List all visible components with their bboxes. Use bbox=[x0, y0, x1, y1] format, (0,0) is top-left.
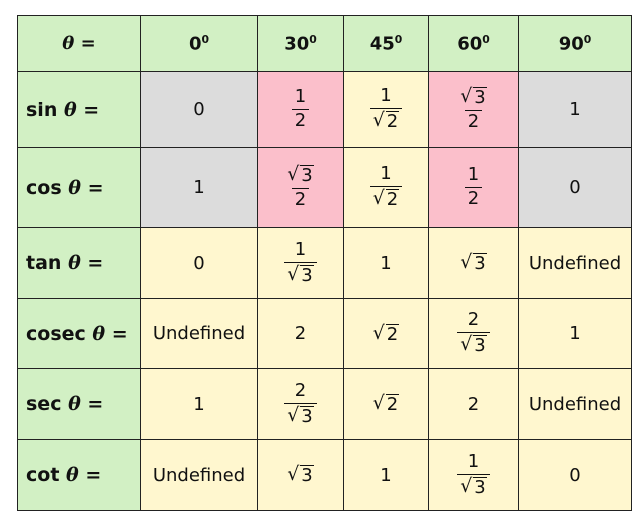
square-root: √2 bbox=[372, 109, 400, 133]
value-cell-cosec-90: 1 bbox=[518, 298, 632, 369]
square-root: √3 bbox=[460, 251, 487, 275]
value-cell-cosec-30: 2 bbox=[257, 298, 344, 369]
function-name: cos bbox=[26, 176, 62, 199]
equals-sign: = bbox=[87, 176, 104, 199]
fraction: 1√3 bbox=[284, 240, 317, 286]
function-name: cot bbox=[26, 464, 60, 486]
value-cell-cot-60: 1√3 bbox=[428, 439, 519, 511]
square-root: √3 bbox=[460, 85, 487, 109]
row-label-cot: cot θ = bbox=[17, 439, 141, 511]
theta-symbol: θ bbox=[66, 464, 79, 486]
fraction: 1√2 bbox=[369, 164, 403, 211]
angle-header-60: 600 bbox=[428, 15, 519, 72]
row-label-cosec: cosec θ = bbox=[17, 298, 141, 369]
value-cell-cot-0: Undefined bbox=[140, 439, 258, 511]
equals-sign: = bbox=[85, 464, 102, 486]
value-cell-sec-0: 1 bbox=[140, 368, 258, 440]
value-cell-sec-45: √2 bbox=[343, 368, 429, 440]
value-cell-cos-45: 1√2 bbox=[343, 147, 429, 228]
angle-header-45: 450 bbox=[343, 15, 429, 72]
value-cell-cosec-60: 2√3 bbox=[428, 298, 519, 369]
equals-sign: = bbox=[87, 393, 104, 415]
value-cell-sin-45: 1√2 bbox=[343, 71, 429, 148]
value-cell-sin-90: 1 bbox=[518, 71, 632, 148]
angle-header-0: 00 bbox=[140, 15, 258, 72]
function-name: tan bbox=[26, 252, 62, 274]
function-name: sin bbox=[26, 98, 58, 121]
square-root: √3 bbox=[287, 463, 314, 487]
value-cell-sec-60: 2 bbox=[428, 368, 519, 440]
equals-sign: = bbox=[87, 252, 104, 274]
row-label-tan: tan θ = bbox=[17, 227, 141, 299]
row-label-cos: cos θ = bbox=[17, 147, 141, 228]
row-label-sin: sin θ = bbox=[17, 71, 141, 148]
value-cell-cosec-0: Undefined bbox=[140, 298, 258, 369]
theta-symbol: θ bbox=[63, 98, 77, 121]
equals-sign: = bbox=[111, 322, 128, 345]
theta-symbol: θ bbox=[92, 322, 106, 345]
equals-sign: = bbox=[83, 98, 100, 121]
fraction: 1√2 bbox=[369, 86, 403, 133]
value-cell-cos-0: 1 bbox=[140, 147, 258, 228]
equals-sign: = bbox=[80, 33, 96, 54]
function-name: cosec bbox=[26, 322, 86, 345]
theta-symbol: θ bbox=[68, 176, 81, 199]
header-row: θ = 00 300 450 600 900 bbox=[17, 15, 632, 72]
value-cell-tan-45: 1 bbox=[343, 227, 429, 299]
value-cell-sin-0: 0 bbox=[140, 71, 258, 148]
value-cell-cot-45: 1 bbox=[343, 439, 429, 511]
value-cell-tan-30: 1√3 bbox=[257, 227, 344, 299]
angle-header-90: 900 bbox=[518, 15, 632, 72]
function-name: sec bbox=[26, 393, 62, 415]
theta-symbol: θ bbox=[68, 393, 81, 415]
value-cell-cot-90: 0 bbox=[518, 439, 632, 511]
corner-header: θ = bbox=[17, 15, 141, 72]
theta-symbol: θ bbox=[62, 33, 75, 54]
value-cell-tan-60: √3 bbox=[428, 227, 519, 299]
square-root: √3 bbox=[287, 403, 314, 427]
row-label-sec: sec θ = bbox=[17, 368, 141, 440]
value-cell-sec-30: 2√3 bbox=[257, 368, 344, 440]
theta-symbol: θ bbox=[68, 252, 81, 274]
fraction: 2√3 bbox=[457, 310, 490, 357]
square-root: √2 bbox=[372, 392, 400, 416]
square-root: √3 bbox=[287, 163, 314, 187]
value-cell-cos-90: 0 bbox=[518, 147, 632, 228]
square-root: √2 bbox=[372, 321, 400, 345]
value-cell-sec-90: Undefined bbox=[518, 368, 632, 440]
value-cell-tan-0: 0 bbox=[140, 227, 258, 299]
value-cell-cot-30: √3 bbox=[257, 439, 344, 511]
value-cell-cosec-45: √2 bbox=[343, 298, 429, 369]
fraction: 2√3 bbox=[284, 381, 317, 427]
fraction: 1√3 bbox=[457, 452, 490, 498]
square-root: √3 bbox=[460, 474, 487, 498]
square-root: √2 bbox=[372, 187, 400, 211]
square-root: √3 bbox=[287, 262, 314, 286]
angle-header-30: 300 bbox=[257, 15, 344, 72]
square-root: √3 bbox=[460, 333, 487, 357]
value-cell-tan-90: Undefined bbox=[518, 227, 632, 299]
